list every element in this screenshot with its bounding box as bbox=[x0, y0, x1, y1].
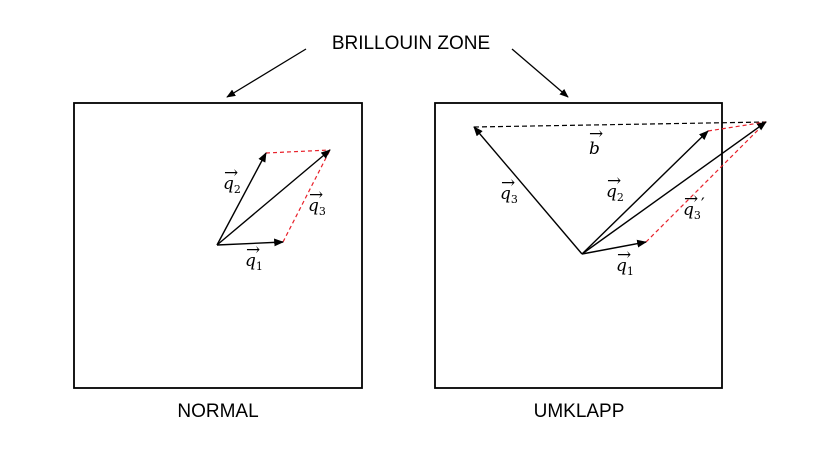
normal-panel: q2 → q3 → q1 → NORMAL bbox=[73, 102, 363, 422]
umklapp-dashed-right bbox=[645, 121, 767, 243]
umklapp-caption: UMKLAPP bbox=[534, 401, 625, 422]
umklapp-q2-vector-accent: → bbox=[607, 171, 621, 191]
normal-q1-vector-accent: → bbox=[246, 240, 260, 260]
umklapp-q3-vector-accent: → bbox=[501, 173, 515, 193]
normal-caption: NORMAL bbox=[177, 401, 258, 422]
normal-q3-vector-accent: → bbox=[309, 185, 323, 205]
umklapp-zone-box bbox=[434, 102, 723, 389]
umklapp-q3prime-label: q3′ bbox=[683, 195, 705, 222]
umklapp-q3prime-arrow bbox=[581, 121, 767, 255]
normal-q1-arrow bbox=[216, 238, 284, 247]
umklapp-q3-label: q3 bbox=[500, 184, 518, 206]
normal-q2-vector-accent: → bbox=[224, 163, 238, 183]
normal-q2-label: q2 bbox=[223, 174, 241, 196]
title-arrow-right bbox=[511, 48, 569, 98]
normal-q3-label: q3 bbox=[308, 196, 326, 218]
umklapp-dashed-top bbox=[707, 121, 767, 132]
umklapp-b-dashed bbox=[473, 121, 767, 128]
umklapp-q1-label: q1 bbox=[616, 256, 634, 278]
title-arrow-left bbox=[226, 48, 307, 98]
umklapp-q2-label: q2 bbox=[606, 182, 624, 204]
umklapp-q1-vector-accent: → bbox=[617, 245, 631, 265]
umklapp-b-vector-accent: → bbox=[589, 124, 603, 144]
normal-dashed-top bbox=[265, 149, 331, 154]
umklapp-q3-arrow bbox=[473, 126, 583, 255]
umklapp-b-label: b bbox=[589, 139, 600, 159]
normal-q1-label: q1 bbox=[245, 251, 263, 273]
normal-dashed-right bbox=[282, 149, 331, 243]
diagram-title: BRILLOUIN ZONE bbox=[332, 33, 490, 54]
umklapp-q2-arrow bbox=[581, 130, 709, 255]
normal-q2-arrow bbox=[216, 152, 267, 246]
normal-q3-arrow bbox=[216, 149, 331, 246]
umklapp-panel: b → q3 → q2 → q3′ → q1 → UMKLAPP bbox=[434, 102, 767, 422]
umklapp-q3prime-vector-accent: → bbox=[684, 189, 698, 209]
normal-zone-box bbox=[73, 102, 363, 389]
umklapp-q1-arrow bbox=[581, 239, 647, 255]
